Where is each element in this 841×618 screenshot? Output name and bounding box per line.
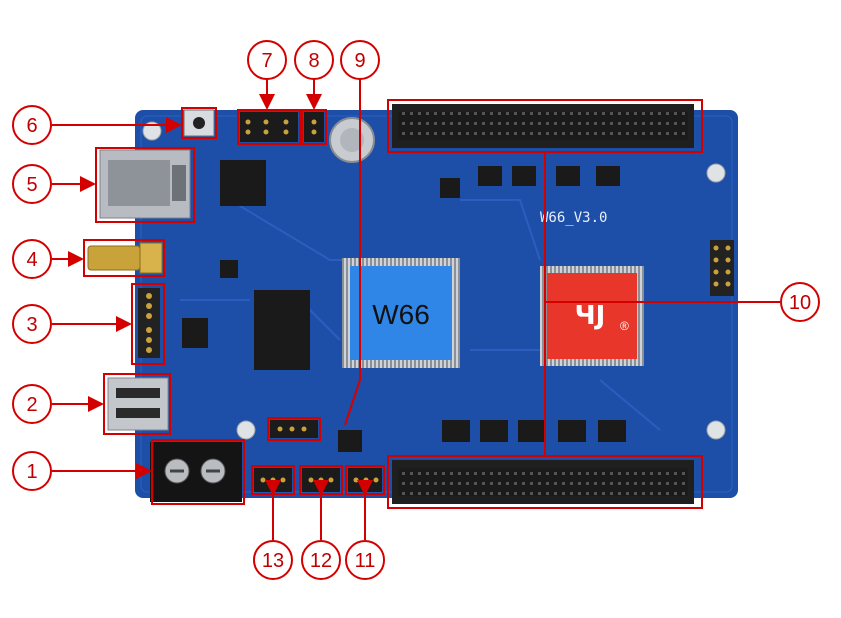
callout-markers (12, 40, 820, 580)
board-model-label: W66_V3.0 (540, 210, 607, 226)
callout-label-7: 7 (261, 50, 272, 72)
coin-battery (329, 117, 375, 163)
callout-circle-11 (345, 540, 385, 580)
top-small-headers (240, 112, 324, 142)
callout-label-10: 10 (789, 292, 811, 314)
hub-connector-bottom (392, 460, 694, 504)
usb-port (107, 377, 169, 431)
side-pin-headers (138, 288, 160, 358)
callout-label-4: 4 (26, 249, 37, 271)
callout-label-12: 12 (310, 550, 332, 572)
callout-labels: 1 2 3 4 5 6 7 8 9 10 11 12 13 (26, 50, 811, 572)
right-pin-header (710, 240, 734, 296)
callout-label-11: 11 (355, 550, 376, 572)
small-chips (182, 160, 626, 452)
chip-logo: ЧЈ (575, 301, 606, 331)
callout-circle-10 (780, 282, 820, 322)
callout-circle-5 (12, 164, 52, 204)
mounting-holes (142, 121, 726, 440)
callout-label-1: 1 (26, 461, 37, 483)
callout-circle-1 (12, 451, 52, 491)
callout-label-13: 13 (262, 550, 284, 572)
callout-circle-13 (253, 540, 293, 580)
callout-circle-8 (294, 40, 334, 80)
antenna-connector (87, 242, 163, 274)
callout-label-2: 2 (26, 394, 37, 416)
callout-circle-7 (247, 40, 287, 80)
reset-button (183, 109, 215, 137)
hub-connector-top (392, 104, 694, 148)
callout-circle-2 (12, 384, 52, 424)
callout-circle-9 (340, 40, 380, 80)
callout-circle-4 (12, 239, 52, 279)
callout-circle-3 (12, 304, 52, 344)
chip-logo-registered: ® (620, 319, 629, 333)
callout-label-3: 3 (26, 314, 37, 336)
callout-label-9: 9 (354, 50, 365, 72)
main-chip-label: W66 (372, 299, 430, 330)
fpga-chip: ЧЈ ® (540, 266, 644, 366)
callout-circle-6 (12, 105, 52, 145)
callout-arrows (52, 78, 780, 540)
callout-label-5: 5 (26, 174, 37, 196)
callout-label-6: 6 (26, 115, 37, 137)
callout-circle-12 (301, 540, 341, 580)
power-terminal (150, 442, 242, 502)
ethernet-port (99, 149, 191, 219)
callout-label-8: 8 (308, 50, 319, 72)
main-processor-chip: W66 (342, 258, 460, 368)
